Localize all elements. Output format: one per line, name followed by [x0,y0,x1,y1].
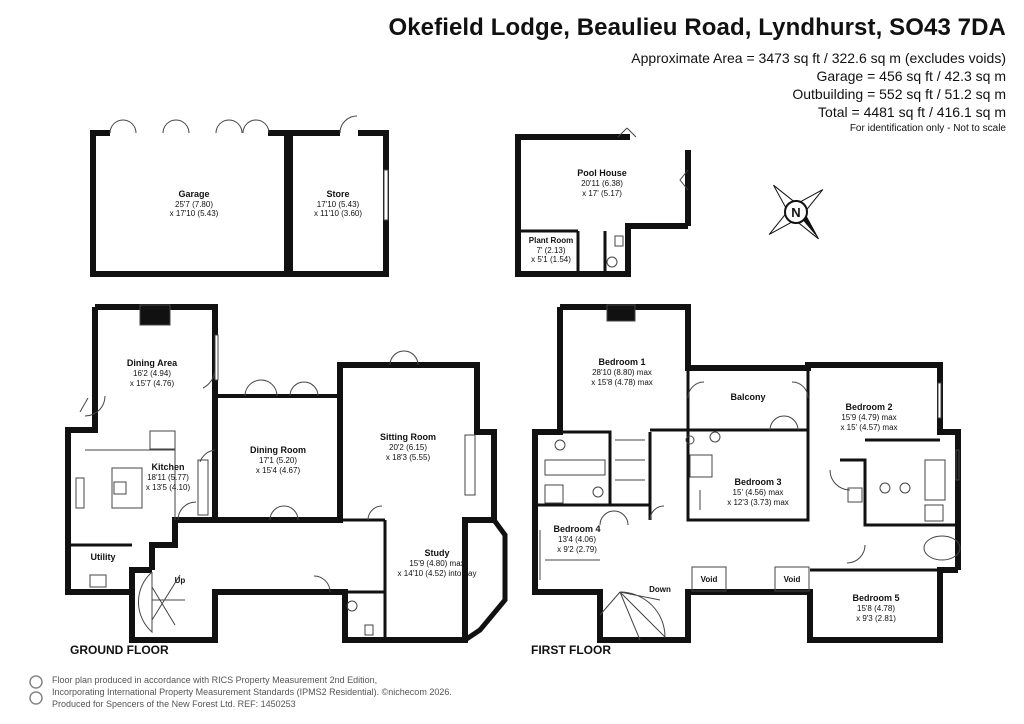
garage-name: Garage [178,189,209,199]
bedroom1-name: Bedroom 1 [598,357,645,367]
total-area: Total = 4481 sq ft / 416.1 sq m [818,104,1006,120]
disclaimer-note: For identification only - Not to scale [849,123,1006,134]
stairs-down-label: Down [649,585,671,594]
bedroom5-dim1: 15'8 (4.78) [857,604,895,613]
sitting-room-dim1: 20'2 (6.15) [389,443,427,452]
kitchen-dim1: 18'11 (5.77) [147,473,189,482]
sitting-room-dim2: x 18'3 (5.55) [386,453,431,462]
bedroom5-dim2: x 9'3 (2.81) [856,614,896,623]
ground-floor-label: GROUND FLOOR [70,643,169,657]
footer-line-3: Produced for Spencers of the New Forest … [52,699,296,709]
bedroom3-dim2: x 12'3 (3.73) max [727,498,789,507]
nichecom-logo-icon [29,675,43,705]
footer-line-1: Floor plan produced in accordance with R… [52,675,378,685]
bedroom3-dim1: 15' (4.56) max [733,488,784,497]
dining-area-dim1: 16'2 (4.94) [133,369,171,378]
stairs-up-label: Up [175,576,186,585]
pool-house-dim1: 20'11 (6.38) [581,179,623,188]
kitchen-dim2: x 13'5 (4.10) [146,483,191,492]
pool-house-building [515,127,691,277]
garage-dim2: x 17'10 (5.43) [170,209,219,218]
garage-dim1: 25'7 (7.80) [175,200,213,209]
page-title: Okefield Lodge, Beaulieu Road, Lyndhurst… [388,14,1006,41]
footer-line-2: Incorporating International Property Mea… [52,687,452,697]
plant-room-dim1: 7' (2.13) [536,246,565,255]
bedroom2-dim2: x 15' (4.57) max [840,423,897,432]
bedroom4-dim1: 13'4 (4.06) [558,535,596,544]
dining-area-dim2: x 15'7 (4.76) [130,379,175,388]
study-dim2: x 14'10 (4.52) into bay [398,569,477,578]
dining-room-name: Dining Room [250,445,306,455]
utility-name: Utility [90,552,115,562]
plant-room-name: Plant Room [529,236,573,245]
dining-area-name: Dining Area [127,358,178,368]
first-floor-plan [532,304,961,643]
study-dim1: 15'9 (4.80) max [409,559,464,568]
dining-room-dim1: 17'1 (5.20) [259,456,297,465]
ground-floor-plan [65,304,508,643]
outbuilding-area: Outbuilding = 552 sq ft / 51.2 sq m [792,86,1006,102]
study-name: Study [424,548,449,558]
garage-area: Garage = 456 sq ft / 42.3 sq m [816,68,1007,84]
void-label-1: Void [701,575,718,584]
garage-building [90,115,389,277]
compass-icon [768,184,824,240]
bedroom2-name: Bedroom 2 [845,402,892,412]
bedroom2-dim1: 15'9 (4.79) max [841,413,896,422]
kitchen-name: Kitchen [151,462,184,472]
plant-room-dim2: x 5'1 (1.54) [531,255,571,264]
store-dim1: 17'10 (5.43) [317,200,360,209]
approximate-area: Approximate Area = 3473 sq ft / 322.6 sq… [631,50,1006,66]
store-name: Store [326,189,349,199]
balcony-name: Balcony [730,392,765,402]
dining-room-dim2: x 15'4 (4.67) [256,466,301,475]
compass-label: N [791,205,800,220]
bedroom5-name: Bedroom 5 [852,593,899,603]
pool-house-dim2: x 17' (5.17) [582,189,622,198]
pool-house-name: Pool House [577,168,627,178]
store-dim2: x 11'10 (3.60) [314,209,362,218]
bedroom1-dim2: x 15'8 (4.78) max [591,378,653,387]
bedroom3-name: Bedroom 3 [734,477,781,487]
first-floor-label: FIRST FLOOR [531,643,611,657]
void-label-2: Void [784,575,801,584]
bedroom4-dim2: x 9'2 (2.79) [557,545,597,554]
bedroom1-dim1: 28'10 (8.80) max [592,368,652,377]
sitting-room-name: Sitting Room [380,432,436,442]
bedroom4-name: Bedroom 4 [553,524,600,534]
